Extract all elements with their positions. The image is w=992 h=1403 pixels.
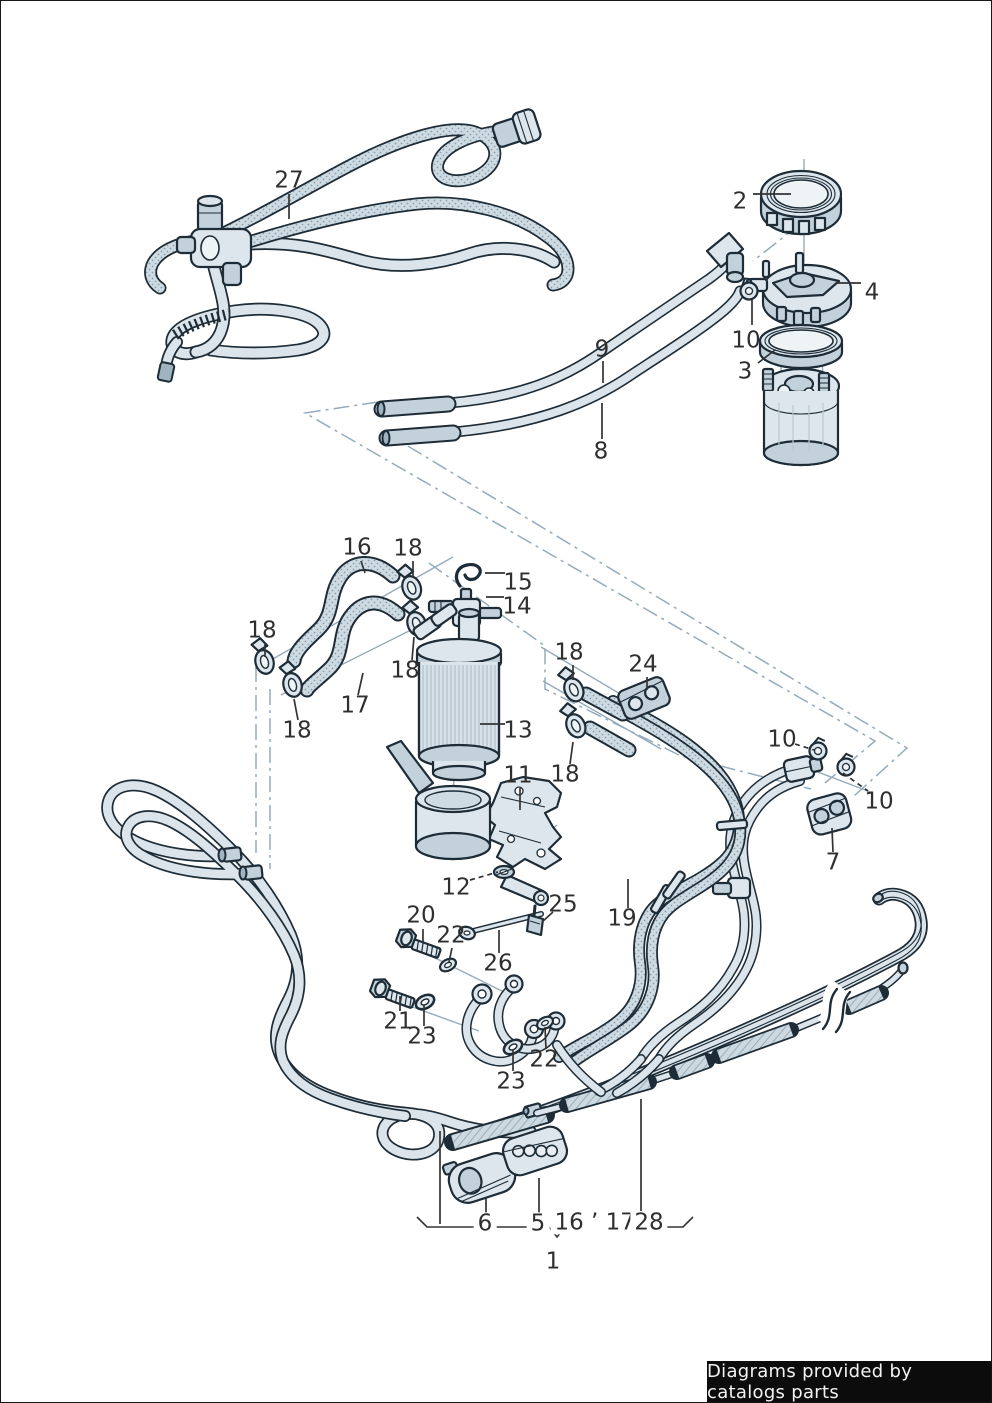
pipe-connector-24 bbox=[617, 676, 671, 720]
fuel-delivery-unit-group bbox=[737, 169, 853, 467]
fuel-pump-assembly bbox=[761, 367, 841, 467]
seal-ring-3 bbox=[758, 323, 844, 370]
strap-and-clip-25 bbox=[499, 873, 550, 937]
group-bracket bbox=[416, 1216, 694, 1239]
leader-line bbox=[448, 947, 453, 963]
threaded-ring-2 bbox=[759, 169, 843, 236]
spring-clip-15 bbox=[454, 563, 482, 588]
leader-line bbox=[411, 636, 415, 661]
pipe-clip-10 bbox=[807, 735, 830, 762]
bolt-20 bbox=[393, 924, 445, 962]
footer-credit-bar: Diagrams provided by catalogs parts bbox=[707, 1361, 991, 1402]
leader-line bbox=[469, 871, 499, 881]
leader-line bbox=[293, 698, 299, 721]
leader-line bbox=[831, 827, 834, 853]
tank-pipe-bundle-left bbox=[107, 785, 531, 1154]
banjo-hose-group bbox=[466, 974, 601, 1093]
leader-line bbox=[541, 911, 554, 923]
pipe-clamp-6 bbox=[441, 1152, 517, 1204]
hose-clamp-18 bbox=[276, 658, 306, 700]
hose-clamp-18 bbox=[248, 635, 278, 677]
leader-lines bbox=[264, 193, 869, 1224]
leader-line bbox=[794, 743, 815, 751]
leader-line bbox=[357, 672, 364, 696]
hose-clamp-18 bbox=[554, 663, 589, 706]
pipe-clamp-5 bbox=[501, 1125, 569, 1177]
pipe-clip-10 bbox=[835, 751, 858, 778]
hose-clamp-18 bbox=[556, 699, 591, 742]
footer-credit-text: Diagrams provided by catalogs parts bbox=[707, 1360, 913, 1403]
leader-line bbox=[757, 349, 776, 364]
hose-clamp-18 bbox=[393, 561, 426, 604]
filter-bracket-11 bbox=[483, 775, 563, 871]
washer-12 bbox=[492, 864, 516, 880]
bolt-21 bbox=[367, 974, 419, 1012]
washer-22 bbox=[436, 955, 460, 975]
insulated-pipe-run bbox=[444, 891, 921, 1151]
sender-flange-4 bbox=[745, 251, 853, 329]
pipe-holder-7 bbox=[806, 792, 853, 836]
filter-retaining-cup bbox=[385, 739, 492, 861]
fuel-filter-13 bbox=[412, 603, 503, 782]
leader-line bbox=[360, 560, 366, 574]
leader-line bbox=[569, 741, 574, 765]
leader-line bbox=[544, 1026, 547, 1050]
hose-harness-27 bbox=[151, 108, 568, 383]
leader-line bbox=[842, 772, 869, 792]
fuel-pipes-8-9 bbox=[373, 231, 744, 447]
fuel-pipes-right-pair bbox=[599, 755, 824, 1093]
